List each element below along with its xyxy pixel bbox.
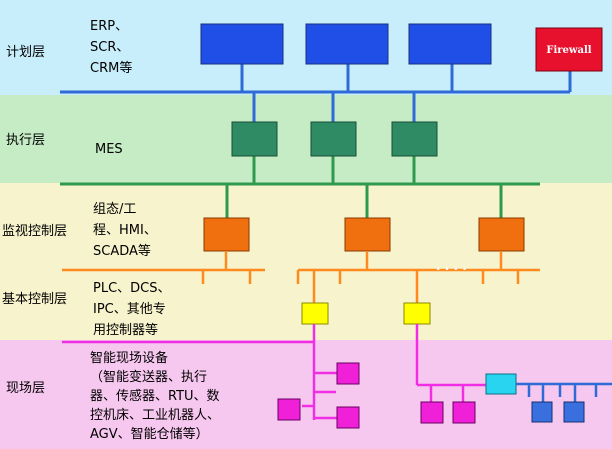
field-device-box-4 <box>420 401 444 424</box>
hmi-station-box-2 <box>344 217 391 252</box>
exec-layer-title: 执行层 <box>6 133 45 148</box>
mes-server-box-2 <box>310 121 357 157</box>
device-box-1 <box>531 401 553 423</box>
exec-desc-line-1: MES <box>95 142 123 157</box>
plan-layer-title: 计划层 <box>6 45 45 60</box>
plc-controller-box-2 <box>403 302 431 325</box>
monitor-layer-title: 监视控制层 <box>2 224 67 239</box>
plan-to-exec-links <box>252 92 416 122</box>
plan-desc-line-1: ERP、 <box>90 19 128 34</box>
monitor-desc-line-3: SCADA等 <box>93 243 151 259</box>
plan-bus <box>60 64 572 94</box>
basic-desc-line-3: 用控制器等 <box>93 322 158 338</box>
device-box-2 <box>563 401 585 423</box>
plan-desc-line-2: SCR、 <box>90 40 129 55</box>
plc-controller-box-1 <box>301 302 329 325</box>
field-switch-box <box>485 373 517 395</box>
mes-server-box-3 <box>391 121 438 157</box>
plan-desc-line-3: CRM等 <box>90 60 132 76</box>
field-desc-line-2: （智能变送器、执行 <box>90 369 207 385</box>
bus-continuation-dots: · · · · <box>436 262 467 276</box>
control-buses <box>62 251 540 303</box>
basic-desc-line-1: PLC、DCS、 <box>93 281 171 296</box>
field-desc-line-5: AGV、智能仓储等） <box>90 426 209 442</box>
field-device-box-3 <box>336 406 360 429</box>
exec-layer-band <box>0 95 612 183</box>
hmi-station-box-1 <box>203 217 250 252</box>
monitor-desc-line-2: 程、HMI、 <box>93 223 157 238</box>
monitor-desc-line-1: 组态/工 <box>93 202 136 217</box>
field-device-box-5 <box>452 401 476 424</box>
field-buses <box>62 324 486 420</box>
hmi-station-box-3 <box>478 217 525 252</box>
mes-server-box-1 <box>231 121 278 157</box>
erp-server-box-3 <box>408 23 492 65</box>
firewall-label: Firewall <box>546 45 591 56</box>
field-desc-line-3: 器、传感器、RTU、数 <box>90 388 220 404</box>
firewall-box <box>535 27 603 72</box>
device-bus <box>516 382 612 402</box>
field-desc-line-4: 控机床、工业机器人、 <box>90 408 220 423</box>
basic-desc-line-2: IPC、其他专 <box>93 302 166 317</box>
field-desc-line-1: 智能现场设备 <box>90 350 168 366</box>
basic-layer-title: 基本控制层 <box>2 292 67 307</box>
field-layer-title: 现场层 <box>6 381 45 396</box>
exec-bus <box>60 156 540 218</box>
erp-server-box-1 <box>200 23 284 65</box>
field-device-box-1 <box>336 362 360 385</box>
erp-server-box-2 <box>305 23 389 65</box>
field-device-box-2 <box>277 398 301 421</box>
